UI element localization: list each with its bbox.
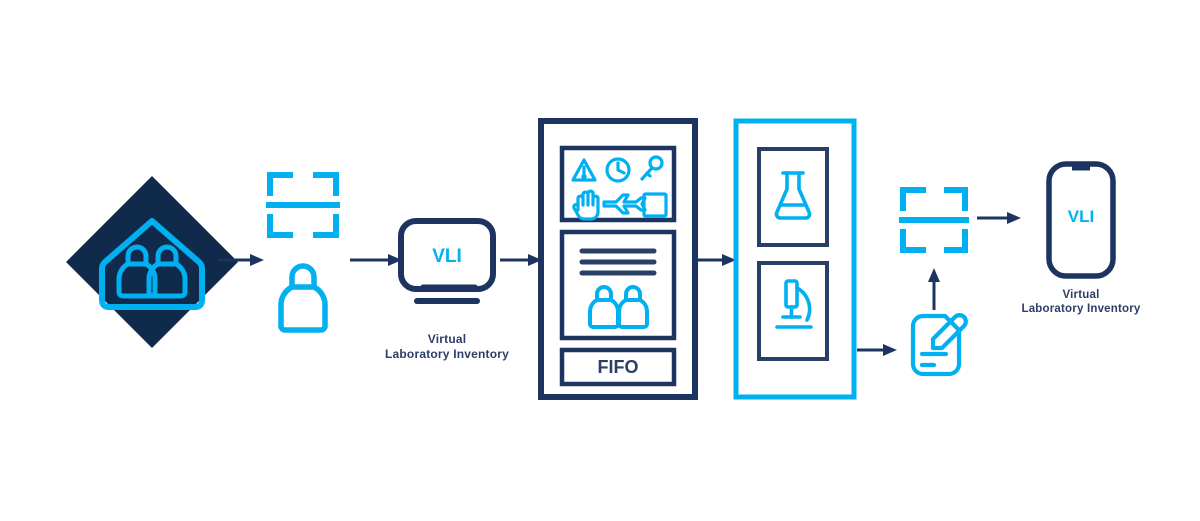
arrow-panel-to-cabinet	[698, 252, 736, 268]
vli-desktop-monitor[interactable]: VLI	[397, 218, 497, 310]
record-text-lines	[579, 248, 657, 276]
phone-body	[1046, 161, 1116, 279]
vli-desktop-caption-line1: Virtual	[427, 332, 467, 346]
diamond-shape	[66, 176, 238, 348]
vli-phone-caption-line1: Virtual	[1062, 289, 1100, 301]
arrow-document-to-scanner	[928, 268, 940, 310]
house-bottle-right-icon	[146, 244, 188, 299]
phone-vli-label: VLI	[1068, 207, 1094, 226]
vli-phone-caption-line2: Laboratory Inventory	[1021, 303, 1141, 316]
vli-desktop-caption-line2: Laboratory Inventory	[384, 347, 510, 361]
vli-desktop-caption: Virtual Laboratory Inventory	[347, 332, 547, 362]
barcode-scanner-icon	[899, 187, 969, 253]
two-bottles-icon	[588, 285, 649, 329]
document-pencil-icon	[910, 313, 968, 377]
scan-and-document-group	[893, 182, 975, 386]
stop-hand-icon	[572, 189, 600, 221]
lab-storage-cabinet[interactable]	[733, 118, 857, 400]
arrow-scanner-to-phone	[977, 210, 1021, 226]
scan-bottle-group	[258, 165, 348, 335]
arrow-storage-to-scan	[218, 252, 264, 268]
vli-phone-caption: Virtual Laboratory Inventory	[981, 288, 1181, 317]
fifo-box	[559, 347, 677, 387]
arrow-cabinet-to-document	[857, 342, 897, 358]
chemical-storage-diamond	[66, 176, 238, 348]
inventory-record-panel[interactable]: FIFO	[538, 118, 698, 400]
square-icon	[642, 192, 668, 218]
arrow-vli-to-panel	[500, 252, 542, 268]
fifo-label: FIFO	[598, 357, 639, 377]
microscope-icon	[775, 279, 813, 329]
key-icon	[640, 155, 664, 181]
arrow-scan-to-vli	[350, 252, 402, 268]
bottle-icon	[278, 263, 328, 333]
barcode-scanner-icon	[266, 172, 340, 238]
clock-icon	[605, 157, 631, 183]
cabinet-shelf-1	[757, 147, 829, 247]
warning-triangle-icon	[571, 158, 597, 182]
vli-mobile-phone[interactable]: VLI	[1045, 160, 1117, 280]
erlenmeyer-flask-icon	[774, 171, 812, 220]
house-outline-icon	[99, 218, 205, 310]
monitor-vli-label: VLI	[432, 246, 462, 267]
house-bottle-left-icon	[116, 244, 158, 299]
